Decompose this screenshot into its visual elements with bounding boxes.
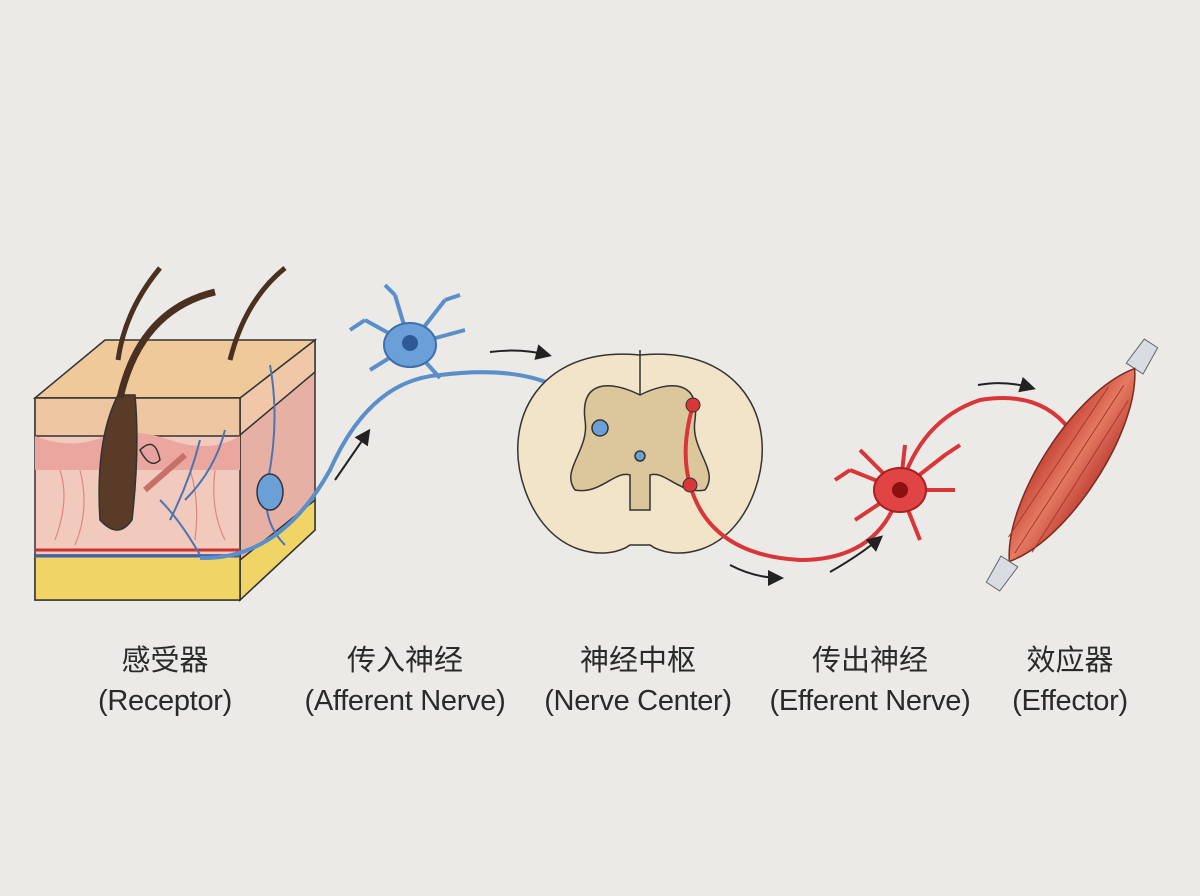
direction-arrows: [334, 344, 1036, 586]
spinal-cord-nerve-center: [517, 350, 763, 554]
label-afferent-nerve: 传入神经 (Afferent Nerve): [275, 640, 535, 722]
label-center-en: (Nerve Center): [544, 685, 732, 717]
skin-block-receptor: [32, 266, 318, 602]
label-effector: 效应器 (Effector): [940, 640, 1200, 722]
label-nerve-center: 神经中枢 (Nerve Center): [508, 640, 768, 722]
label-center-zh: 神经中枢: [579, 643, 696, 677]
label-efferent-en: (Efferent Nerve): [769, 685, 971, 717]
afferent-neuron: [348, 283, 466, 380]
muscle-effector: [985, 338, 1159, 592]
label-afferent-en: (Afferent Nerve): [304, 685, 506, 717]
label-receptor-en: (Receptor): [98, 685, 232, 717]
label-efferent-zh: 传出神经: [811, 643, 928, 677]
label-afferent-zh: 传入神经: [346, 643, 463, 677]
label-receptor: 感受器 (Receptor): [35, 640, 295, 722]
label-receptor-zh: 感受器: [121, 643, 209, 677]
label-efferent-nerve: 传出神经 (Efferent Nerve): [740, 640, 1000, 722]
label-effector-en: (Effector): [1012, 685, 1128, 717]
efferent-neuron: [833, 443, 962, 541]
spinal-interneuron-dot: [685, 397, 701, 413]
label-effector-zh: 效应器: [1026, 643, 1114, 677]
motor-neuron-dot: [682, 477, 698, 493]
